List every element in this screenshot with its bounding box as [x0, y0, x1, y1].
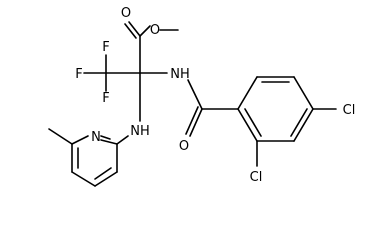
atom-f-top: F [102, 40, 109, 55]
bond-ring-3 [293, 76, 314, 110]
bond-carbonyl-o-2 [124, 23, 137, 39]
bond-amine-n-pyridine [116, 135, 129, 145]
bond-py-c2-n-inner [100, 135, 111, 140]
atom-pyridine-n: N [91, 130, 101, 145]
bond-amide-c-o-2 [185, 106, 199, 135]
bond-ring-1 [237, 76, 258, 110]
bond-ring-6 [237, 108, 258, 142]
bond-amide-n-carbonyl [187, 79, 203, 110]
bond-py-c2-n [100, 139, 118, 145]
atom-cl-ortho: Cl [250, 170, 263, 185]
bond-ring-4 [293, 108, 314, 142]
bond-py-c3-c4 [94, 171, 118, 187]
bond-amide-c-o-1 [189, 108, 203, 137]
atom-ester-o-double: O [121, 6, 131, 21]
atom-amide-nh: NH [170, 67, 190, 82]
bond-py-c6-methyl [48, 128, 73, 145]
bond-py-c4-c5 [71, 171, 96, 187]
bond-o-carbonyl [139, 25, 151, 37]
atom-labels: O O F F F NH NH O N Cl Cl [75, 6, 355, 185]
bond-ring-6-inner [244, 108, 262, 137]
bond-py-c6-n [71, 135, 89, 145]
bond-carbonyl-o-1 [128, 21, 141, 37]
atom-amide-o: O [179, 139, 189, 154]
atom-amine-nh: NH [130, 124, 150, 139]
atom-cl-para: Cl [343, 103, 356, 118]
bond-ring-4-inner [290, 108, 308, 137]
atom-f-left: F [75, 67, 82, 82]
bond-lines [48, 21, 337, 187]
atom-ester-o-single: O [150, 23, 160, 38]
atom-f-bottom: F [102, 91, 109, 106]
chemical-structure-diagram: O O F F F NH NH O N Cl Cl [48, 6, 355, 187]
bond-py-c3-c4-inner [94, 167, 112, 180]
